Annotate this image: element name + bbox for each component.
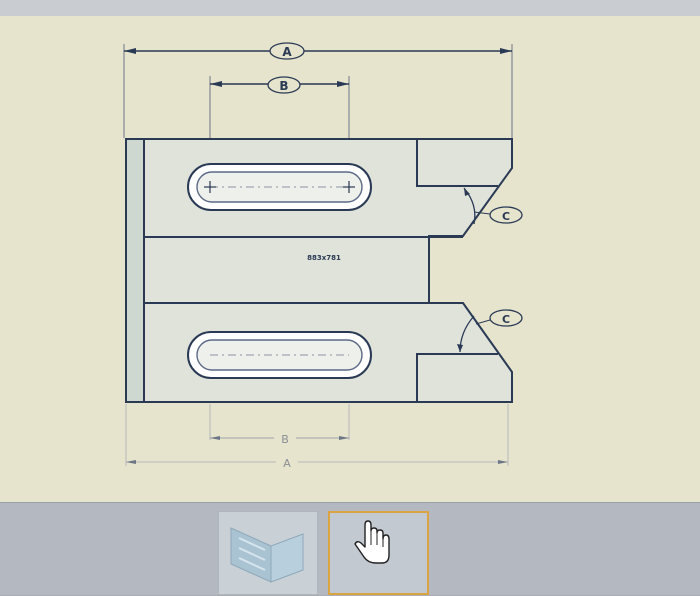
sheet-metal-icon	[230, 527, 304, 583]
dimension-a-bottom: A	[125, 404, 509, 470]
dimension-b-top: B	[209, 76, 350, 186]
dimension-a-label: A	[282, 45, 292, 59]
top-slot	[187, 163, 372, 211]
dimension-a-top: A	[123, 42, 513, 138]
dimension-b-label: B	[279, 79, 288, 93]
tool-palette	[0, 502, 700, 595]
hand-pointer-icon	[354, 520, 390, 564]
pan-tool-button[interactable]	[328, 511, 429, 595]
drawing-canvas[interactable]: A B	[0, 16, 700, 502]
window-top-strip	[0, 0, 700, 17]
sheet-tool-button[interactable]	[218, 511, 318, 595]
bottom-slot	[187, 331, 372, 379]
technical-drawing: A B	[123, 42, 523, 470]
dimension-b-bottom-label: B	[281, 433, 289, 446]
center-note: 883x781	[307, 254, 341, 262]
dimension-b-bottom: B	[209, 404, 350, 446]
angle-c-bottom-label: C	[502, 313, 510, 326]
angle-c-bottom: C	[457, 309, 523, 353]
angle-c-top: C	[463, 187, 523, 225]
dimension-a-bottom-label: A	[283, 457, 291, 470]
angle-c-top-label: C	[502, 210, 510, 223]
